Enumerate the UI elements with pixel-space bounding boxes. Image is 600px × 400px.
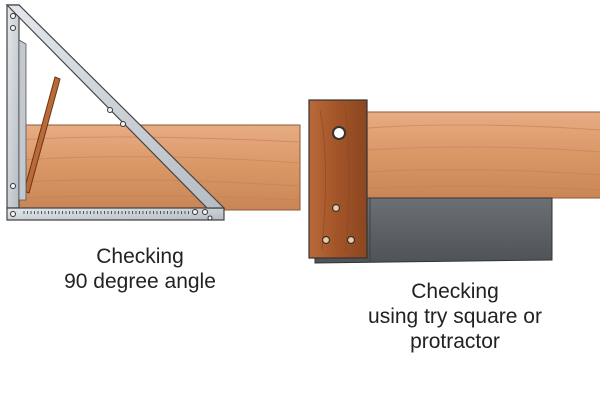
caption-right-line3: protractor <box>410 330 500 353</box>
right-wood-board <box>364 111 600 199</box>
try-square-handle <box>308 99 368 259</box>
right-scene <box>308 99 600 264</box>
caption-left-line2: 90 degree angle <box>64 270 216 293</box>
left-wood-board <box>17 124 301 211</box>
caption-checking-90-degree: Checking 90 degree angle <box>25 244 255 294</box>
caption-right-line2: using try square or <box>368 305 542 328</box>
caption-checking-try-square: Checking using try square or protractor <box>330 279 580 354</box>
left-scene <box>5 4 301 221</box>
caption-right-line1: Checking <box>411 280 499 303</box>
ruler-ticks <box>23 211 189 214</box>
caption-left-line1: Checking <box>96 245 184 268</box>
speed-square <box>5 4 226 221</box>
pencil <box>23 76 61 194</box>
